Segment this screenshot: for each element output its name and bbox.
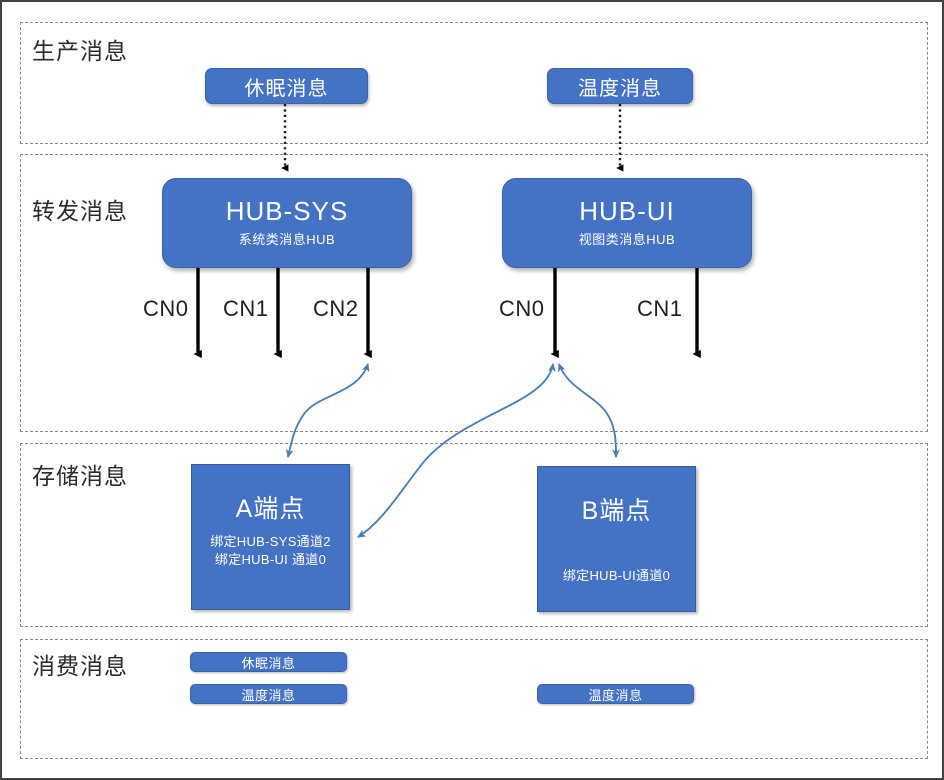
endpoint-title: B端点 bbox=[581, 497, 652, 525]
endpoint-binding: 绑定HUB-UI通道0 bbox=[562, 568, 671, 583]
hub-subtitle: 视图类消息HUB bbox=[578, 232, 676, 248]
section-panel-produce bbox=[20, 22, 928, 144]
channel-label-sys-cn0: CN0 bbox=[143, 296, 189, 321]
section-title-consume: 消费消息 bbox=[32, 653, 128, 679]
section-panel-consume bbox=[20, 639, 928, 759]
channel-label-sys-cn1: CN1 bbox=[223, 296, 269, 321]
endpoint-binding: 绑定HUB-SYS通道2 bbox=[210, 534, 331, 549]
section-title-forward: 转发消息 bbox=[32, 198, 128, 224]
producer-chip-temperature[interactable]: 温度消息 bbox=[547, 68, 693, 104]
section-title-produce: 生产消息 bbox=[32, 38, 128, 64]
hub-box-hub-ui[interactable]: HUB-UI 视图类消息HUB bbox=[502, 178, 752, 268]
endpoint-box-b[interactable]: B端点 绑定HUB-UI通道0 bbox=[537, 466, 696, 612]
consumer-chip-sleep[interactable]: 休眠消息 bbox=[190, 652, 347, 672]
endpoint-binding: 绑定HUB-UI 通道0 bbox=[214, 551, 327, 567]
producer-chip-sleep[interactable]: 休眠消息 bbox=[205, 68, 368, 104]
consumer-chip-temperature-b[interactable]: 温度消息 bbox=[537, 684, 694, 704]
endpoint-box-a[interactable]: A端点 绑定HUB-SYS通道2 绑定HUB-UI 通道0 bbox=[191, 464, 350, 610]
hub-title: HUB-UI bbox=[579, 195, 675, 226]
section-title-store: 存储消息 bbox=[32, 463, 128, 489]
consumer-chip-temperature-a[interactable]: 温度消息 bbox=[190, 684, 347, 704]
channel-label-ui-cn1: CN1 bbox=[637, 296, 683, 321]
section-panel-forward bbox=[20, 154, 928, 432]
channel-label-sys-cn2: CN2 bbox=[313, 296, 359, 321]
endpoint-title: A端点 bbox=[235, 495, 306, 523]
channel-label-ui-cn0: CN0 bbox=[499, 296, 545, 321]
hub-title: HUB-SYS bbox=[225, 195, 349, 226]
section-panel-store bbox=[20, 443, 928, 627]
hub-box-hub-sys[interactable]: HUB-SYS 系统类消息HUB bbox=[162, 178, 412, 268]
hub-subtitle: 系统类消息HUB bbox=[238, 232, 336, 248]
